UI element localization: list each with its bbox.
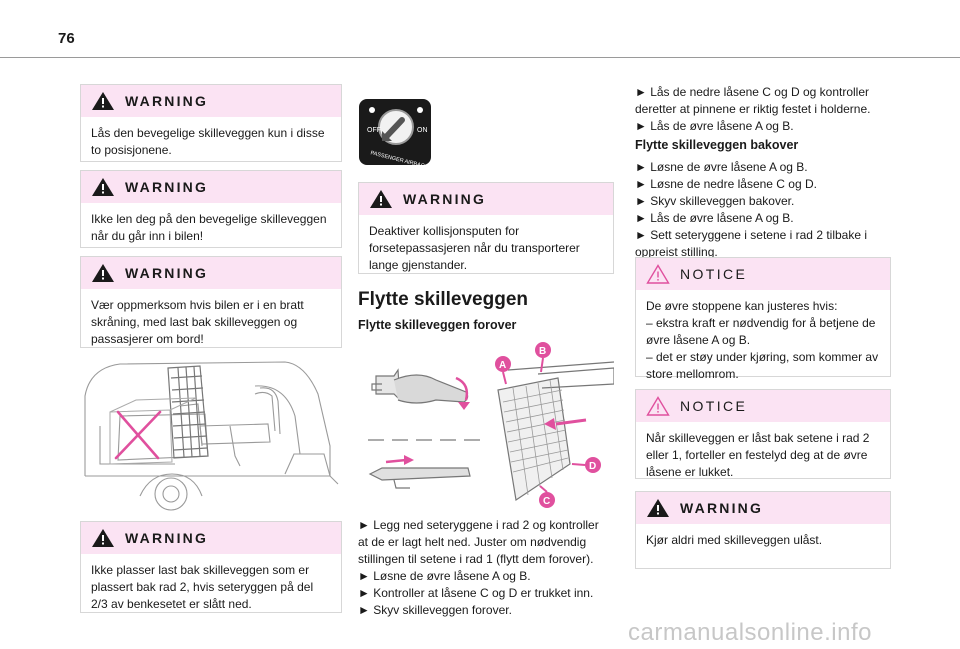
- warning-header: WARNING: [81, 522, 341, 554]
- notice-box-1: NOTICE De øvre stoppene kan justeres hvi…: [635, 257, 891, 381]
- warning-box-airbag: WARNING Deaktiver kollisjonsputen for fo…: [358, 182, 614, 274]
- warning-header: WARNING: [81, 257, 341, 289]
- lock-label-a: A: [499, 360, 506, 371]
- forward-steps: ► Legg ned seteryggene i rad 2 og kontro…: [358, 517, 608, 619]
- warning-header: WARNING: [81, 85, 341, 117]
- section-heading: Flytte skilleveggen: [358, 289, 529, 310]
- warning-title: WARNING: [125, 265, 209, 281]
- lock-label-d: D: [589, 461, 596, 472]
- step-item: ► Løsne de øvre låsene A og B.: [358, 569, 531, 583]
- backward-steps: ► Løsne de øvre låsene A og B. ► Løsne d…: [635, 159, 891, 261]
- notice-text: De øvre stoppene kan justeres hvis: – ek…: [636, 290, 890, 391]
- page-number: 76: [58, 30, 75, 47]
- notice-triangle-icon: [646, 396, 670, 416]
- notice-box-2: NOTICE Når skilleveggen er låst bak sete…: [635, 389, 891, 479]
- warning-header: WARNING: [359, 183, 613, 215]
- warning-title: WARNING: [125, 179, 209, 195]
- warning-title: WARNING: [403, 191, 487, 207]
- subsection-heading: Flytte skilleveggen forover: [358, 318, 517, 332]
- warning-triangle-icon: [370, 190, 392, 208]
- warning-triangle-icon: [647, 499, 669, 517]
- step-item: ► Lås de øvre låsene A og B.: [635, 119, 794, 133]
- warning-triangle-icon: [92, 529, 114, 547]
- notice-triangle-icon: [646, 264, 670, 284]
- notice-line: – det er støy under kjøring, som kommer …: [646, 350, 879, 381]
- step-item: ► Skyv skilleveggen forover.: [358, 603, 512, 617]
- notice-header: NOTICE: [636, 258, 890, 290]
- notice-header: NOTICE: [636, 390, 890, 422]
- warning-title: WARNING: [125, 93, 209, 109]
- van-cargo-illustration: [84, 361, 339, 511]
- warning-box-4: WARNING Ikke plasser last bak skillevegg…: [80, 521, 342, 613]
- warning-title: WARNING: [680, 500, 764, 516]
- partition-locks-illustration: A B D C: [368, 342, 614, 508]
- airbag-on-label: ON: [417, 127, 428, 134]
- passenger-airbag-switch-icon: OFF ON PASSENGER AIRBAG: [359, 99, 431, 166]
- warning-box-2: WARNING Ikke len deg på den bevegelige s…: [80, 170, 342, 248]
- warning-triangle-icon: [92, 92, 114, 110]
- warning-header: WARNING: [81, 171, 341, 203]
- warning-box-final: WARNING Kjør aldri med skilleveggen ulås…: [635, 491, 891, 569]
- step-item: ► Løsne de øvre låsene A og B.: [635, 160, 808, 174]
- subsection-heading: Flytte skilleveggen bakover: [635, 138, 799, 152]
- step-item: ► Sett seteryggene i setene i rad 2 tilb…: [635, 228, 868, 259]
- warning-box-3: WARNING Vær oppmerksom hvis bilen er i e…: [80, 256, 342, 348]
- notice-title: NOTICE: [680, 266, 748, 282]
- notice-text: Når skilleveggen er låst bak setene i ra…: [646, 431, 870, 479]
- warning-text: Ikke plasser last bak skilleveggen som e…: [91, 563, 314, 611]
- warning-triangle-icon: [92, 178, 114, 196]
- step-item: ► Lås de nedre låsene C og D og kontroll…: [635, 85, 871, 116]
- lock-label-c: C: [543, 496, 550, 507]
- top-divider: [0, 57, 960, 58]
- step-item: ► Kontroller at låsene C og D er trukket…: [358, 586, 594, 600]
- warning-text: Kjør aldri med skilleveggen ulåst.: [646, 533, 823, 547]
- notice-title: NOTICE: [680, 398, 748, 414]
- step-item: ► Lås de øvre låsene A og B.: [635, 211, 794, 225]
- warning-box-1: WARNING Lås den bevegelige skilleveggen …: [80, 84, 342, 162]
- step-item: ► Skyv skilleveggen bakover.: [635, 194, 795, 208]
- warning-text: Deaktiver kollisjonsputen for forsetepas…: [369, 224, 580, 272]
- notice-line: – ekstra kraft er nødvendig for å betjen…: [646, 316, 876, 347]
- notice-line: De øvre stoppene kan justeres hvis:: [646, 299, 838, 313]
- warning-title: WARNING: [125, 530, 209, 546]
- airbag-off-label: OFF: [367, 127, 381, 134]
- warning-text: Vær oppmerksom hvis bilen er i en bratt …: [91, 298, 304, 346]
- watermark: carmanualsonline.info: [628, 619, 872, 646]
- intro-steps: ► Lås de nedre låsene C og D og kontroll…: [635, 84, 891, 135]
- warning-header: WARNING: [636, 492, 890, 524]
- step-item: ► Løsne de nedre låsene C og D.: [635, 177, 817, 191]
- lock-label-b: B: [539, 346, 546, 357]
- step-item: ► Legg ned seteryggene i rad 2 og kontro…: [358, 518, 599, 566]
- warning-triangle-icon: [92, 264, 114, 282]
- warning-text: Ikke len deg på den bevegelige skilleveg…: [91, 212, 327, 243]
- warning-text: Lås den bevegelige skilleveggen kun i di…: [91, 126, 325, 157]
